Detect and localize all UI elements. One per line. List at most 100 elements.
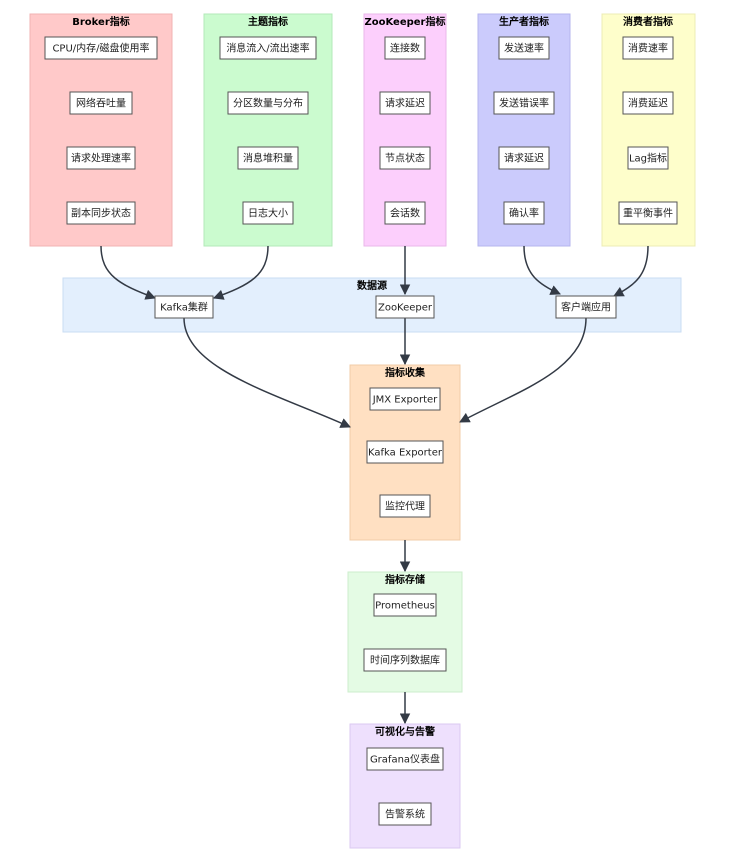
consumer-node-consume-rate: 消费速率 (622, 36, 674, 60)
consumer-node-rebalance-box (618, 201, 678, 225)
collect-node-jmx-exporter-box (369, 387, 441, 411)
broker-node-replica-sync-label: 副本同步状态 (71, 207, 131, 220)
collect-node-kafka-exporter: Kafka Exporter (366, 440, 444, 464)
broker-node-resource-usage: CPU/内存/磁盘使用率 (44, 36, 158, 60)
broker-node-replica-sync: 副本同步状态 (66, 201, 136, 225)
producer-node-error-rate: 发送错误率 (493, 91, 555, 115)
collect-node-kafka-exporter-label: Kafka Exporter (368, 448, 443, 459)
datasource-node-kafka-cluster: Kafka集群 (154, 295, 214, 319)
consumer-node-lag-label: Lag指标 (629, 152, 667, 165)
consumer-node-consume-latency-label: 消费延迟 (628, 97, 668, 110)
broker-node-request-rate-box (66, 146, 136, 170)
edge-kafka-to-collect (183, 317, 351, 428)
group-title-collect: 指标收集 (385, 366, 426, 379)
collect-node-kafka-exporter-box (366, 440, 444, 464)
broker-node-network-throughput-box (69, 91, 133, 115)
storage-node-tsdb-box (363, 648, 447, 672)
consumer-node-consume-latency: 消费延迟 (622, 91, 674, 115)
consumer-node-consume-rate-box (622, 36, 674, 60)
visual-node-grafana: Grafana仪表盘 (366, 747, 444, 771)
datasource-node-client-app: 客户端应用 (555, 295, 617, 319)
broker-node-resource-usage-box (44, 36, 158, 60)
broker-node-network-throughput: 网络吞吐量 (69, 91, 133, 115)
group-title-consumer: 消费者指标 (623, 15, 673, 28)
broker-node-resource-usage-label: CPU/内存/磁盘使用率 (52, 42, 149, 55)
zk-node-request-latency-box (379, 91, 431, 115)
zk-node-node-status-box (379, 146, 431, 170)
zk-node-sessions: 会话数 (384, 201, 426, 225)
datasource-node-zookeeper-label: ZooKeeper (378, 303, 433, 314)
producer-node-request-latency-label: 请求延迟 (504, 152, 544, 165)
storage-node-tsdb: 时间序列数据库 (363, 648, 447, 672)
storage-node-prometheus-box (373, 593, 437, 617)
topic-node-message-rate: 消息流入/流出速率 (219, 36, 317, 60)
storage-node-prometheus-label: Prometheus (375, 601, 435, 612)
zk-node-connections-label: 连接数 (390, 42, 420, 55)
broker-node-request-rate-label: 请求处理速率 (71, 152, 131, 165)
broker-node-network-throughput-label: 网络吞吐量 (76, 97, 126, 110)
visual-node-alert-system-box (378, 802, 432, 826)
topic-node-log-size: 日志大小 (242, 201, 294, 225)
group-title-datasource: 数据源 (357, 279, 387, 292)
topic-node-log-size-box (242, 201, 294, 225)
topic-node-partitions-box (227, 91, 309, 115)
datasource-node-zookeeper-box (375, 295, 435, 319)
edge-topic-to-kafka (213, 245, 269, 300)
group-title-storage: 指标存储 (385, 573, 425, 586)
edge-broker-to-kafka (100, 245, 156, 300)
consumer-node-lag-box (627, 146, 669, 170)
visual-node-alert-system: 告警系统 (378, 802, 432, 826)
consumer-node-consume-latency-box (622, 91, 674, 115)
visual-node-grafana-box (366, 747, 444, 771)
producer-node-request-latency: 请求延迟 (498, 146, 550, 170)
collect-node-jmx-exporter: JMX Exporter (369, 387, 441, 411)
datasource-node-client-app-label: 客户端应用 (561, 301, 611, 314)
producer-node-ack-rate-box (503, 201, 545, 225)
zk-node-sessions-box (384, 201, 426, 225)
producer-node-send-rate-box (498, 36, 550, 60)
producer-node-request-latency-box (498, 146, 550, 170)
collect-node-monitor-agent-label: 监控代理 (385, 500, 425, 513)
broker-node-replica-sync-box (66, 201, 136, 225)
group-title-visual: 可视化与告警 (375, 725, 435, 738)
zk-node-node-status: 节点状态 (379, 146, 431, 170)
collect-node-monitor-agent-box (379, 494, 431, 518)
consumer-node-consume-rate-label: 消费速率 (628, 42, 668, 55)
producer-node-send-rate: 发送速率 (498, 36, 550, 60)
producer-node-ack-rate-label: 确认率 (509, 207, 539, 220)
broker-node-request-rate: 请求处理速率 (66, 146, 136, 170)
group-visual (349, 723, 461, 849)
topic-node-log-size-label: 日志大小 (248, 207, 288, 220)
edge-client-to-collect (459, 317, 587, 423)
topic-node-message-rate-box (219, 36, 317, 60)
producer-node-error-rate-box (493, 91, 555, 115)
topic-node-partitions-label: 分区数量与分布 (233, 97, 303, 110)
edge-producer-to-client (523, 245, 561, 295)
group-title-zookeeper: ZooKeeper指标 (364, 15, 445, 28)
edge-consumer-to-client (613, 245, 649, 297)
producer-node-send-rate-label: 发送速率 (504, 42, 544, 55)
datasource-node-zookeeper: ZooKeeper (375, 295, 435, 319)
datasource-node-client-app-box (555, 295, 617, 319)
topic-node-message-rate-label: 消息流入/流出速率 (226, 42, 309, 55)
consumer-node-lag: Lag指标 (627, 146, 669, 170)
producer-node-error-rate-label: 发送错误率 (499, 97, 549, 110)
topic-node-backlog-label: 消息堆积量 (243, 152, 293, 165)
zk-node-connections-box (384, 36, 426, 60)
group-title-topic: 主题指标 (248, 15, 288, 28)
producer-node-ack-rate: 确认率 (503, 201, 545, 225)
zk-node-node-status-label: 节点状态 (385, 152, 425, 165)
visual-node-alert-system-label: 告警系统 (385, 808, 425, 821)
group-title-producer: 生产者指标 (499, 15, 549, 28)
collect-node-monitor-agent: 监控代理 (379, 494, 431, 518)
topic-node-backlog: 消息堆积量 (237, 146, 299, 170)
collect-node-jmx-exporter-label: JMX Exporter (372, 395, 438, 406)
visual-node-grafana-label: Grafana仪表盘 (370, 753, 440, 766)
zk-node-request-latency: 请求延迟 (379, 91, 431, 115)
topic-node-backlog-box (237, 146, 299, 170)
consumer-node-rebalance-label: 重平衡事件 (623, 207, 673, 220)
consumer-node-rebalance: 重平衡事件 (618, 201, 678, 225)
zk-node-request-latency-label: 请求延迟 (385, 97, 425, 110)
